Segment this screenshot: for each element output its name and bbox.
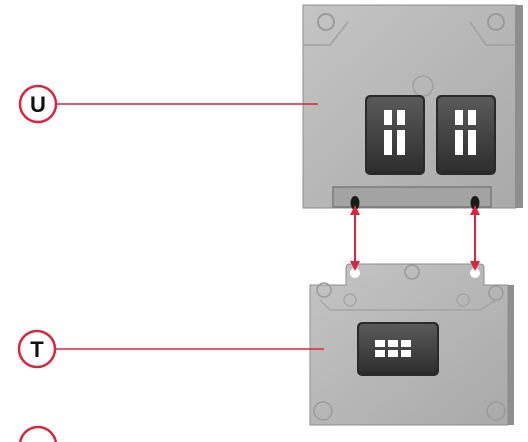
window-icon — [375, 340, 385, 347]
callout-u-label: U — [30, 92, 46, 117]
window-icon — [455, 130, 463, 155]
window-icon — [388, 340, 398, 347]
window-icon — [455, 110, 463, 125]
window-icon — [401, 340, 411, 347]
connector-pin — [470, 196, 480, 210]
callout-t-label: T — [30, 337, 44, 362]
window-icon — [384, 110, 392, 125]
window-icon — [397, 130, 405, 155]
window-icon — [468, 110, 476, 125]
window-icon — [397, 110, 405, 125]
callout-u: U — [18, 84, 318, 124]
connector-pin — [350, 196, 360, 210]
window-icon — [384, 130, 392, 155]
lower-block — [357, 322, 439, 376]
window-icon — [468, 130, 476, 155]
callout-t: T — [17, 329, 324, 369]
window-icon — [388, 350, 398, 357]
callout-partial — [18, 425, 58, 442]
upper-panel — [302, 4, 523, 210]
upper-block-left — [365, 95, 425, 175]
upper-block-right — [436, 95, 496, 175]
window-icon — [375, 350, 385, 357]
window-icon — [401, 350, 411, 357]
lower-panel — [309, 263, 514, 426]
